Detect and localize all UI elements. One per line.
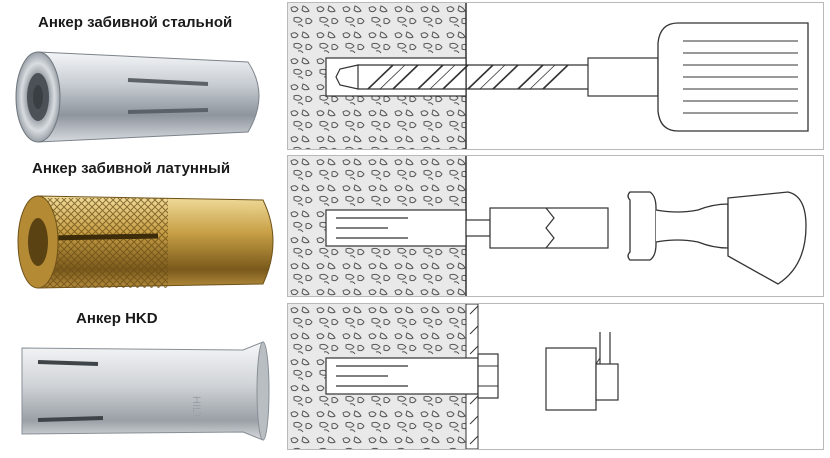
svg-text:HILTI: HILTI [190,396,202,422]
step-setting-panel [287,155,824,297]
setting-tool-hammer-icon [465,191,807,285]
brass-anchor-image [8,186,288,296]
label-anchor-brass: Анкер забивной латунный [32,160,231,177]
label-anchor-hkd: Анкер HKD [76,310,158,327]
step-drilling-panel [287,2,824,150]
hkd-anchor-image: HILTI [8,336,278,446]
steel-anchor-image [8,40,278,150]
step-fixture-panel [287,303,824,450]
bolt-fixture-icon [477,332,619,411]
drill-bit-icon [335,22,809,132]
label-anchor-steel: Анкер забивной стальной [38,14,233,31]
